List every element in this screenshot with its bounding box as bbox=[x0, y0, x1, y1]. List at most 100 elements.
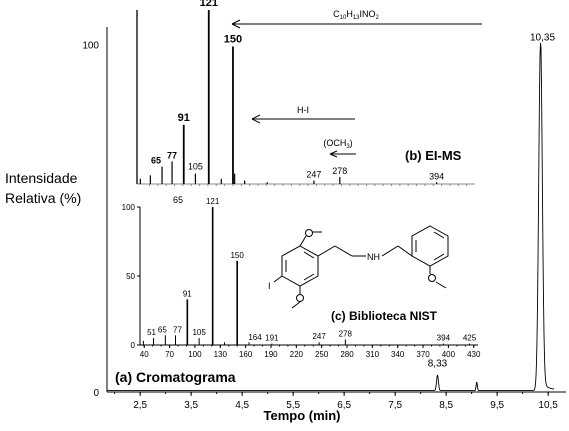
ei-ms-peak-label: 150 bbox=[224, 34, 242, 46]
hi-loss-annotation: H-I bbox=[251, 105, 355, 124]
och3-sub-3: 3 bbox=[346, 144, 350, 150]
chemical-structure bbox=[273, 225, 449, 309]
ei-ms-peak-label: 65 bbox=[151, 156, 161, 166]
ei-ms-peak-label: 121 bbox=[200, 0, 218, 9]
chromatogram-peak-label: 8,33 bbox=[428, 358, 448, 369]
formula-annotation: C10H13INO2 bbox=[231, 9, 482, 29]
nist-x-tick-label: 160 bbox=[239, 350, 253, 359]
formula-part-ino: INO bbox=[360, 9, 376, 19]
chromatogram-peak-label: 10,35 bbox=[530, 32, 555, 43]
chain-bond-4 bbox=[381, 245, 399, 257]
nist-peak-label: 105 bbox=[192, 328, 206, 337]
chromatogram-y-tick-label: 0 bbox=[93, 388, 99, 399]
nist-x-tick-label: 340 bbox=[391, 350, 405, 359]
iodo-bond bbox=[273, 275, 283, 283]
left-ring-double-bond-1 bbox=[303, 251, 315, 259]
left-oxygen-atom bbox=[305, 229, 313, 237]
chromatogram-x-tick-label: 7,5 bbox=[388, 400, 402, 411]
right-methoxy-methyl bbox=[435, 281, 447, 289]
chromatogram-trace: 8,33 10,35 bbox=[107, 32, 555, 392]
chromatogram-x-tick-label: 6,5 bbox=[337, 400, 351, 411]
chromatogram-x-tick-label: 9,5 bbox=[490, 400, 504, 411]
ei-ms-peak-label: 394 bbox=[429, 171, 444, 181]
formula-sub-13: 13 bbox=[353, 15, 360, 21]
ei-ms-panel-label: (b) EI-MS bbox=[405, 148, 462, 163]
ei-ms-peaks: 65 77 91 105 121 150 247 278 394 bbox=[139, 0, 444, 184]
structure-iodine-label: I bbox=[268, 281, 271, 291]
nist-peak-label: 164 bbox=[248, 333, 262, 342]
chromatogram-x-axis-title: Tempo (min) bbox=[263, 408, 340, 423]
hi-loss-label: H-I bbox=[297, 105, 309, 115]
nist-x-tick-label: 310 bbox=[366, 350, 380, 359]
chromatogram-x-tick-label: 3,5 bbox=[184, 400, 198, 411]
chromatogram-y-tick-label: 100 bbox=[82, 40, 99, 51]
chromatogram-panel-label: (a) Cromatograma bbox=[115, 369, 236, 385]
formula-part-c: C bbox=[333, 9, 340, 19]
nist-x-tick-label: 70 bbox=[165, 350, 174, 359]
nist-peak-label: 77 bbox=[173, 325, 182, 334]
formula-label: C10H13INO2 bbox=[333, 9, 379, 21]
nist-x-tick-label: 280 bbox=[340, 350, 354, 359]
ei-ms-peak-label: 91 bbox=[178, 112, 190, 124]
nist-y-tick-label: 50 bbox=[126, 272, 135, 281]
y-axis-title-line2: Relativa (%) bbox=[5, 190, 81, 206]
left-benzene-ring bbox=[281, 245, 319, 287]
formula-sub-10: 10 bbox=[340, 15, 347, 21]
nist-x-tick-label: 370 bbox=[416, 350, 430, 359]
left-ring-double-bond-3 bbox=[303, 273, 315, 281]
nist-x-tick-label: 250 bbox=[315, 350, 329, 359]
ei-ms-axes bbox=[136, 10, 475, 186]
och3-loss-annotation: (OCH3) bbox=[323, 138, 356, 158]
y-axis-title-line1: Intensidade bbox=[5, 170, 78, 186]
right-ring-double-bond-2 bbox=[433, 231, 445, 239]
nist-peak-label: 150 bbox=[230, 251, 244, 260]
left-methoxy-bond bbox=[299, 235, 307, 247]
nist-x-tick-label: 190 bbox=[264, 350, 278, 359]
nist-peak-label: 425 bbox=[463, 334, 477, 343]
nist-peak-label: 247 bbox=[312, 332, 326, 341]
nist-peak-label: 191 bbox=[265, 334, 279, 343]
nist-peak-label: 121 bbox=[206, 197, 220, 206]
ei-ms-peak-label: 77 bbox=[167, 150, 177, 160]
chain-bond-2 bbox=[334, 245, 353, 257]
formula-arrow-head bbox=[231, 19, 241, 29]
nist-top-label: 65 bbox=[173, 195, 183, 205]
nist-peak-label: 278 bbox=[339, 329, 353, 338]
nist-x-tick-label: 400 bbox=[442, 350, 456, 359]
hi-arrow-head bbox=[251, 114, 261, 124]
chromatogram-line bbox=[107, 42, 555, 392]
nist-x-tick-label: 100 bbox=[188, 350, 202, 359]
formula-sub-2: 2 bbox=[376, 15, 380, 21]
ei-ms-peak-label: 105 bbox=[188, 162, 203, 172]
chromatogram-x-tick-label: 5,5 bbox=[286, 400, 300, 411]
och3-part-close: ) bbox=[350, 138, 353, 148]
och3-loss-label: (OCH3) bbox=[323, 138, 352, 150]
right-ring-double-bond-3 bbox=[433, 253, 445, 261]
ei-ms-peak-label: 278 bbox=[332, 166, 347, 176]
chromatogram-x-tick-label: 8,5 bbox=[439, 400, 453, 411]
nist-x-tick-label: 130 bbox=[214, 350, 228, 359]
nist-x-tick-label: 40 bbox=[140, 350, 149, 359]
nist-peak-label: 65 bbox=[158, 325, 167, 334]
bottom-oxygen-atom bbox=[296, 294, 304, 302]
formula-part-h: H bbox=[346, 9, 353, 19]
chromatogram-x-tick-label: 4,5 bbox=[235, 400, 249, 411]
nist-y-tick-label: 0 bbox=[131, 341, 136, 350]
right-benzene-ring bbox=[411, 225, 449, 267]
ei-ms-peak-label: 247 bbox=[306, 170, 321, 180]
chromatogram-x-tick-label: 10,5 bbox=[538, 400, 558, 411]
och3-arrow-head bbox=[329, 150, 338, 158]
chain-bond-5 bbox=[397, 245, 413, 257]
nist-peak-label: 51 bbox=[147, 328, 156, 337]
nist-y-tick-label: 100 bbox=[122, 203, 136, 212]
och3-part-och: (OCH bbox=[323, 138, 346, 148]
nist-peak-label: 91 bbox=[183, 289, 192, 298]
right-oxygen-atom bbox=[428, 274, 436, 282]
nist-x-tick-label: 430 bbox=[467, 350, 481, 359]
bottom-methoxy-methyl bbox=[291, 301, 301, 309]
